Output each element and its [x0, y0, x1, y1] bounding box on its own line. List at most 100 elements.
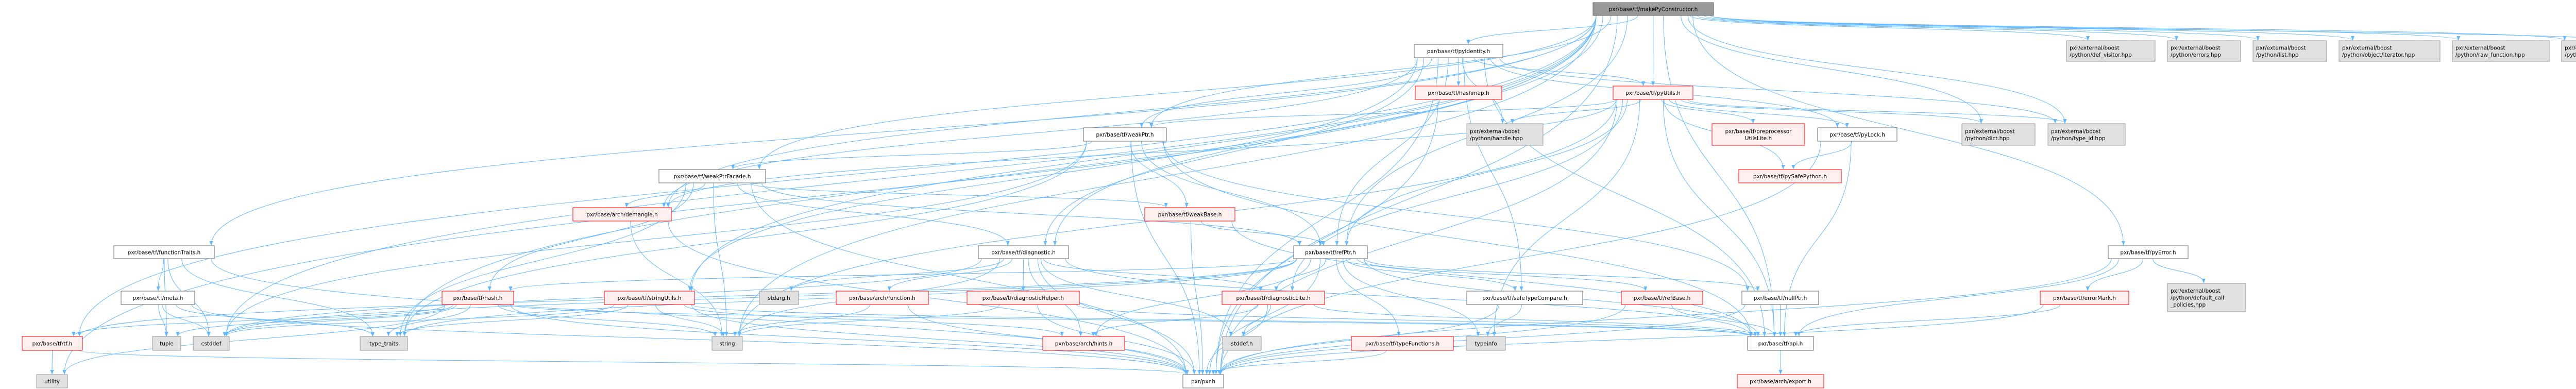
edge-archFunction-to-string	[733, 304, 870, 336]
graph-node-weakBase[interactable]: pxr/base/tf/weakBase.h	[1144, 207, 1235, 222]
graph-node-weakPtrFacade[interactable]: pxr/base/tf/weakPtrFacade.h	[658, 169, 766, 183]
node-box	[759, 291, 799, 305]
edge-pyUtils-to-api	[1663, 99, 1776, 336]
node-box	[2252, 40, 2327, 62]
node-label: pxr/external/boost	[2051, 128, 2101, 134]
graph-node-diagHelper[interactable]: pxr/base/tf/diagnosticHelper.h	[967, 291, 1080, 305]
node-label: pxr/base/tf/diagnosticHelper.h	[982, 295, 1064, 301]
node-label: pxr/base/tf/functionTraits.h	[128, 250, 201, 256]
graph-node-weakPtr[interactable]: pxr/base/tf/weakPtr.h	[1083, 127, 1167, 142]
node-label: pxr/external/boost	[2171, 45, 2221, 51]
graph-node-stringUtils[interactable]: pxr/base/tf/stringUtils.h	[604, 291, 695, 305]
edge-hash-to-string	[497, 304, 717, 336]
node-label: pxr/base/tf/stringUtils.h	[618, 295, 682, 301]
edge-pyIdentity-to-safeType	[1463, 57, 1523, 291]
graph-node-root[interactable]: pxr/base/tf/makePyConstructor.h	[1592, 2, 1714, 16]
edge-weakPtrFacade-to-refPtr	[761, 182, 1301, 246]
graph-node-pxr[interactable]: pxr/pxr.h	[1182, 374, 1224, 388]
graph-node-pyLock[interactable]: pxr/base/tf/pyLock.h	[1817, 127, 1897, 142]
graph-node-refPtr[interactable]: pxr/base/tf/refPtr.h	[1293, 245, 1368, 259]
graph-node-diagLite[interactable]: pxr/base/tf/diagnosticLite.h	[1222, 291, 1325, 305]
node-label: pxr/base/arch/export.h	[1750, 379, 1811, 385]
edge-root-to-typeid	[1687, 15, 2067, 124]
node-label: pxr/pxr.h	[1191, 379, 1215, 385]
graph-node-diagnostic[interactable]: pxr/base/tf/diagnostic.h	[978, 245, 1069, 259]
graph-node-handle: pxr/external/boost/python/handle.hpp	[1466, 123, 1544, 146]
graph-node-hash[interactable]: pxr/base/tf/hash.h	[442, 291, 514, 305]
graph-node-raw: pxr/external/boost/python/raw_function.h…	[2452, 40, 2550, 62]
graph-node-pyError[interactable]: pxr/base/tf/pyError.h	[2108, 245, 2189, 259]
edge-diagLite-to-api	[1313, 304, 1757, 336]
node-box	[1711, 123, 1805, 146]
node-label: string	[719, 341, 735, 347]
node-box	[711, 336, 743, 351]
node-box	[1738, 169, 1842, 183]
edge-root-to-pyIdentity	[1466, 15, 1638, 44]
node-box	[604, 291, 695, 305]
edge-weakPtrFacade-to-weakBase	[750, 182, 1168, 208]
edge-stringUtils-to-pxr	[691, 304, 1188, 375]
node-box	[1737, 374, 1824, 388]
edge-refPtr-to-refBase	[1357, 258, 1648, 291]
node-box	[2167, 283, 2246, 312]
edge-weakPtr-to-weakPtrFacade	[731, 141, 1092, 170]
node-box	[1222, 291, 1325, 305]
node-label: pxr/base/tf/weakPtrFacade.h	[674, 174, 751, 180]
edge-refPtr-to-hash	[509, 258, 1297, 291]
graph-node-pySafePython[interactable]: pxr/base/tf/pySafePython.h	[1738, 169, 1842, 183]
node-box	[1466, 336, 1506, 351]
edge-hash-to-utility	[62, 304, 446, 375]
edge-pyIdentity-to-weakPtr	[1140, 57, 1432, 128]
graph-node-safeType[interactable]: pxr/base/tf/safeTypeCompare.h	[1466, 291, 1583, 305]
graph-node-errorMark[interactable]: pxr/base/tf/errorMark.h	[2040, 291, 2129, 305]
graph-node-functionTraits[interactable]: pxr/base/tf/functionTraits.h	[113, 245, 215, 259]
node-box	[1083, 127, 1167, 142]
node-box	[572, 207, 672, 222]
node-label: pxr/base/tf/weakBase.h	[1158, 212, 1222, 218]
graph-node-tf[interactable]: pxr/base/tf/tf.h	[22, 336, 83, 351]
node-box	[1144, 207, 1235, 222]
graph-node-meta[interactable]: pxr/base/tf/meta.h	[121, 291, 195, 305]
edge-refPtr-to-safeType	[1346, 258, 1517, 291]
graph-node-pyUtils[interactable]: pxr/base/tf/pyUtils.h	[1613, 86, 1693, 100]
node-box	[2167, 40, 2241, 62]
node-box	[2108, 245, 2189, 259]
edge-pyError-to-api	[1797, 258, 2119, 336]
node-box	[658, 169, 766, 183]
graph-node-def_visitor: pxr/external/boost/python/def_visitor.hp…	[2066, 40, 2156, 62]
graph-node-utility: utility	[36, 374, 68, 388]
graph-node-refBase[interactable]: pxr/base/tf/refBase.h	[1621, 291, 1703, 305]
node-label: stdarg.h	[768, 295, 790, 301]
edge-meta-to-tuple	[158, 304, 168, 336]
graph-node-demangle[interactable]: pxr/base/arch/demangle.h	[572, 207, 672, 222]
graph-node-archFunction[interactable]: pxr/base/arch/function.h	[836, 291, 929, 305]
edge-root-to-raw	[1710, 15, 2460, 41]
node-box	[2047, 123, 2126, 146]
graph-node-hints[interactable]: pxr/base/arch/hints.h	[1042, 336, 1125, 351]
graph-node-export[interactable]: pxr/base/arch/export.h	[1737, 374, 1824, 388]
edge-weakPtr-to-cstddef	[224, 141, 1087, 336]
edge-root-to-cstddef	[224, 15, 1597, 336]
node-box	[2040, 291, 2129, 305]
edge-root-to-weakPtrFacade	[757, 15, 1597, 170]
edge-diagnostic-to-diagLite	[1043, 258, 1263, 291]
graph-node-typeFunctions[interactable]: pxr/base/tf/typeFunctions.h	[1351, 336, 1454, 351]
graph-node-nullPtr[interactable]: pxr/base/tf/nullPtr.h	[1741, 291, 1819, 305]
node-label: pxr/base/tf/pyError.h	[2120, 250, 2176, 256]
graph-node-list: pxr/external/boost/python/list.hpp	[2252, 40, 2327, 62]
node-label: /python/handle.hpp	[1470, 136, 1523, 142]
graph-node-pyIdentity[interactable]: pxr/base/tf/pyIdentity.h	[1414, 44, 1503, 58]
graph-node-api[interactable]: pxr/base/tf/api.h	[1747, 336, 1814, 351]
node-box	[1222, 336, 1262, 351]
edge-pyError-to-errorMark	[2086, 258, 2144, 291]
edge-root-to-array	[1710, 15, 2576, 38]
node-label: pxr/base/tf/refPtr.h	[1305, 250, 1356, 256]
edge-pyIdentity-to-pxr	[1214, 57, 1438, 375]
node-label: pxr/base/arch/function.h	[849, 295, 916, 301]
graph-node-hashmap[interactable]: pxr/base/tf/hashmap.h	[1415, 86, 1502, 100]
edge-typeFunctions-to-pxr	[1211, 350, 1387, 375]
edge-refPtr-to-diagLite	[1274, 258, 1327, 291]
edge-weakBase-to-pxr	[1191, 221, 1205, 375]
node-label: pxr/base/tf/makePyConstructor.h	[1609, 7, 1698, 13]
